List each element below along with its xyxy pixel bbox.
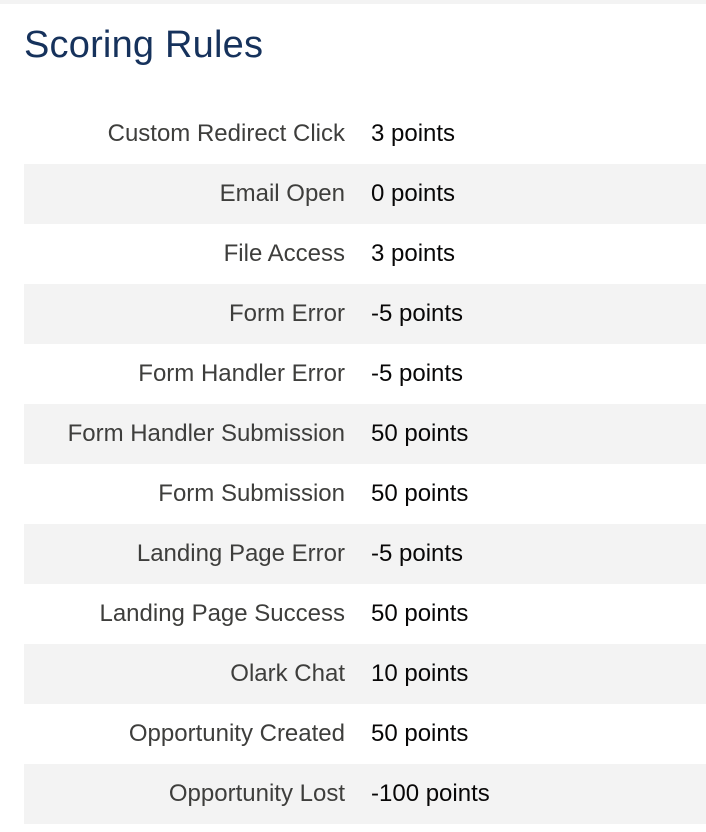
rule-name: Opportunity Lost bbox=[168, 780, 345, 807]
rule-name: Form Submission bbox=[158, 480, 345, 507]
rule-name: Opportunity Created bbox=[128, 720, 345, 747]
rule-points: 3 points bbox=[371, 120, 456, 147]
rule-points: -5 points bbox=[371, 360, 464, 387]
rule-points: 0 points bbox=[371, 180, 456, 207]
top-divider bbox=[0, 0, 706, 4]
rule-name: Form Handler Submission bbox=[67, 420, 345, 447]
rule-name: File Access bbox=[223, 240, 345, 267]
table-row: Landing Page Success 50 points bbox=[24, 584, 706, 644]
table-row: Form Submission 50 points bbox=[24, 464, 706, 524]
table-row: Landing Page Error -5 points bbox=[24, 524, 706, 584]
table-row: Custom Redirect Click 3 points bbox=[24, 104, 706, 164]
rule-name: Landing Page Success bbox=[99, 600, 345, 627]
table-row: Opportunity Lost -100 points bbox=[24, 764, 706, 824]
table-row: Form Error -5 points bbox=[24, 284, 706, 344]
table-row: Olark Chat 10 points bbox=[24, 644, 706, 704]
rule-name: Olark Chat bbox=[230, 660, 345, 687]
page-title: Scoring Rules bbox=[24, 24, 264, 66]
rule-points: 3 points bbox=[371, 240, 456, 267]
rule-points: -5 points bbox=[371, 540, 464, 567]
rule-points: 10 points bbox=[371, 660, 469, 687]
table-row: Email Open 0 points bbox=[24, 164, 706, 224]
table-row: Form Handler Submission 50 points bbox=[24, 404, 706, 464]
table-row: File Access 3 points bbox=[24, 224, 706, 284]
rule-points: 50 points bbox=[371, 480, 469, 507]
rule-name: Custom Redirect Click bbox=[107, 120, 345, 147]
rule-name: Landing Page Error bbox=[136, 540, 345, 567]
rule-points: -100 points bbox=[371, 780, 490, 807]
rule-points: 50 points bbox=[371, 720, 469, 747]
scoring-rules-table: Custom Redirect Click 3 points Email Ope… bbox=[24, 104, 706, 824]
rule-name: Email Open bbox=[219, 180, 345, 207]
rule-name: Form Error bbox=[229, 300, 345, 327]
rule-name: Form Handler Error bbox=[138, 360, 345, 387]
rule-points: -5 points bbox=[371, 300, 464, 327]
rule-points: 50 points bbox=[371, 600, 469, 627]
rule-points: 50 points bbox=[371, 420, 469, 447]
table-row: Opportunity Created 50 points bbox=[24, 704, 706, 764]
table-row: Form Handler Error -5 points bbox=[24, 344, 706, 404]
